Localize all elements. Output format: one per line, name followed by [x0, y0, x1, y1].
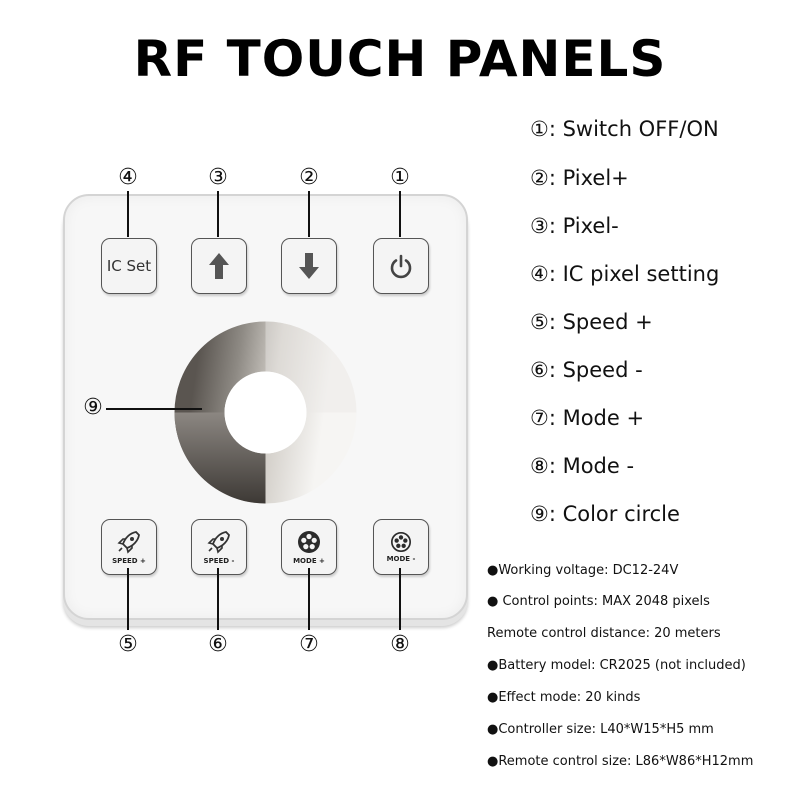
callout-9: ⑨	[83, 395, 103, 420]
touch-panel: IC Set	[63, 194, 468, 620]
legend-item: ⑧: Mode -	[530, 454, 635, 478]
page-title: RF TOUCH PANELS	[133, 30, 667, 88]
mode-plus-label: MODE +	[293, 556, 325, 565]
spec-line: Remote control distance: 20 meters	[487, 626, 721, 641]
legend-item: ②: Pixel+	[530, 166, 629, 190]
leader-line-9	[106, 408, 202, 410]
callout-2: ②	[299, 165, 319, 190]
rocket-icon	[207, 530, 230, 554]
spec-line: ●Working voltage: DC12-24V	[487, 563, 679, 578]
power-icon	[390, 254, 412, 279]
leader-line-8	[399, 568, 401, 630]
leader-line-4	[127, 191, 129, 237]
mode-minus-label: MODE -	[386, 554, 416, 563]
spec-line: ●Effect mode: 20 kinds	[487, 690, 641, 705]
leader-line-5	[127, 568, 129, 630]
legend-item: ⑤: Speed +	[530, 310, 653, 334]
leader-line-1	[399, 191, 401, 237]
legend-item: ①: Switch OFF/ON	[530, 117, 719, 141]
callout-6: ⑥	[208, 632, 228, 657]
callout-5: ⑤	[118, 632, 138, 657]
legend-item: ⑨: Color circle	[530, 502, 680, 526]
ic-set-button[interactable]: IC Set	[101, 238, 157, 294]
rocket-icon	[117, 530, 140, 554]
callout-8: ⑧	[390, 632, 410, 657]
color-circle[interactable]	[173, 320, 358, 505]
leader-line-7	[308, 568, 310, 630]
legend-item: ⑦: Mode +	[530, 406, 645, 430]
speed-plus-button[interactable]: SPEED +	[101, 519, 157, 575]
legend-item: ④: IC pixel setting	[530, 262, 720, 286]
leader-line-2	[308, 191, 310, 237]
callout-7: ⑦	[299, 632, 319, 657]
spec-line: ●Controller size: L40*W15*H5 mm	[487, 722, 714, 737]
spec-line: ●Remote control size: L86*W86*H12mm	[487, 754, 754, 769]
leader-line-6	[217, 568, 219, 630]
speed-minus-button[interactable]: SPEED -	[191, 519, 247, 575]
up-arrow-icon	[209, 253, 229, 279]
ic-set-label: IC Set	[106, 257, 152, 275]
spec-line: ●Battery model: CR2025 (not included)	[487, 658, 746, 673]
down-arrow-icon	[299, 253, 319, 279]
callout-3: ③	[208, 165, 228, 190]
speed-minus-label: SPEED -	[203, 556, 235, 565]
speed-plus-label: SPEED +	[112, 556, 146, 565]
callout-1: ①	[390, 165, 410, 190]
legend-item: ⑥: Speed -	[530, 358, 643, 382]
leader-line-3	[217, 191, 219, 237]
mode-dots-icon	[298, 530, 320, 553]
mode-minus-button[interactable]: MODE -	[373, 519, 429, 575]
spec-line: ● Control points: MAX 2048 pixels	[487, 594, 710, 609]
legend-item: ③: Pixel-	[530, 214, 619, 238]
mode-plus-button[interactable]: MODE +	[281, 519, 337, 575]
pixel-plus-button[interactable]	[191, 238, 247, 294]
callout-4: ④	[118, 165, 138, 190]
pixel-minus-button[interactable]	[281, 238, 337, 294]
power-button[interactable]	[373, 238, 429, 294]
mode-dots-icon	[391, 531, 411, 552]
